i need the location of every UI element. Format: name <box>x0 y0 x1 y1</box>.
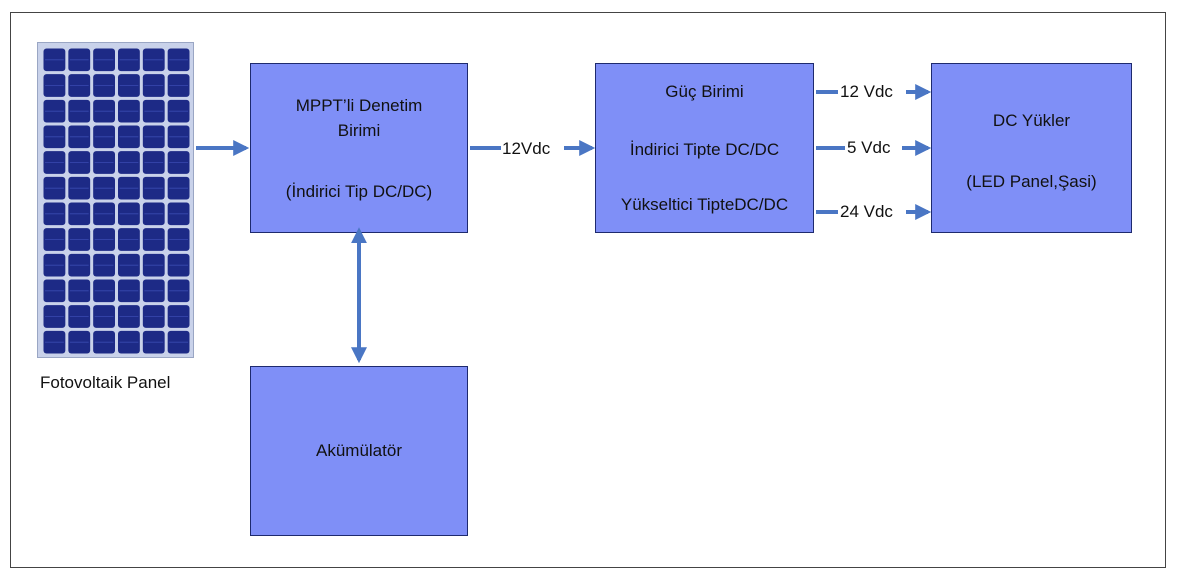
mppt-subtitle: (İndirici Tip DC/DC) <box>285 182 433 201</box>
battery-label: Akümülatör <box>316 441 402 460</box>
output-12v-label: 12 Vdc <box>840 82 893 101</box>
battery-box: Akümülatör <box>250 366 468 536</box>
power-unit-boost: Yükseltici TipteDC/DC <box>620 195 789 214</box>
mppt-controller-box: MPPT’li Denetim Birimi (İndirici Tip DC/… <box>250 63 468 233</box>
solar-panel-image <box>37 42 194 358</box>
dc-loads-box: DC Yükler (LED Panel,Şasi) <box>931 63 1132 233</box>
diagram-frame <box>10 12 1166 568</box>
output-24v-label: 24 Vdc <box>840 202 893 221</box>
solar-panel-label: Fotovoltaik Panel <box>40 373 171 392</box>
solar-panel-grid <box>43 48 190 354</box>
output-5v-label: 5 Vdc <box>847 138 891 157</box>
power-unit-title: Güç Birimi <box>665 82 744 101</box>
mppt-title-line1: MPPT’li Denetim <box>295 96 423 115</box>
dc-loads-title: DC Yükler <box>992 111 1071 130</box>
mppt-title-line2: Birimi <box>337 121 381 140</box>
power-unit-box: Güç Birimi İndirici Tipte DC/DC Yükselti… <box>595 63 814 233</box>
dc-loads-subtitle: (LED Panel,Şasi) <box>966 172 1097 191</box>
mppt-to-power-voltage-label: 12Vdc <box>502 139 551 158</box>
power-unit-buck: İndirici Tipte DC/DC <box>629 140 780 159</box>
